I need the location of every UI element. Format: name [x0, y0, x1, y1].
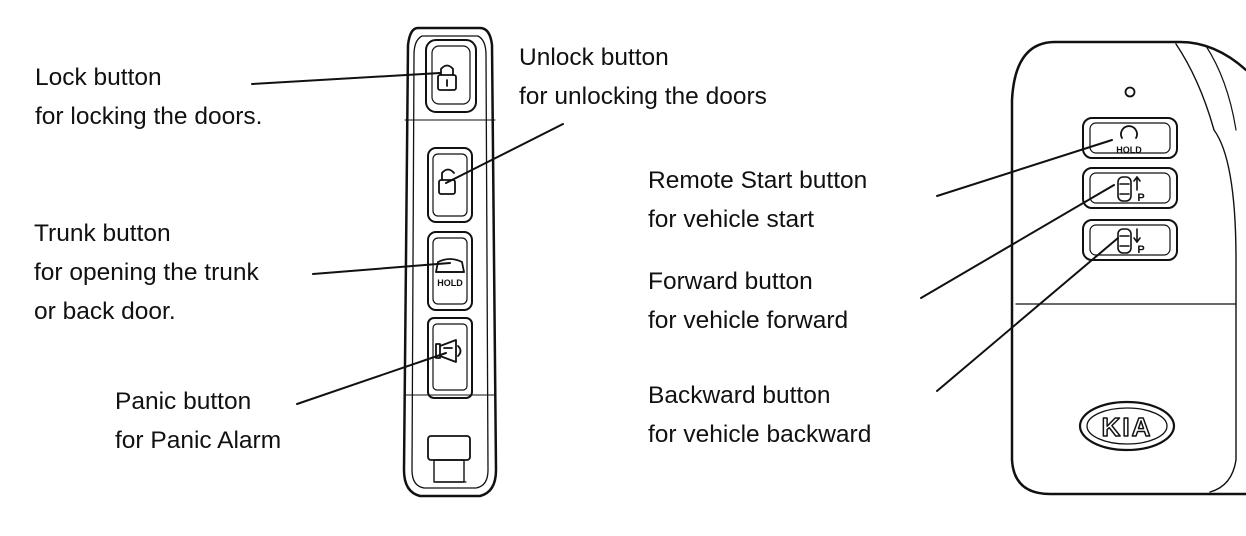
forward-button: [1082, 167, 1178, 209]
lock-icon: [437, 64, 457, 91]
panic-label-desc: for Panic Alarm: [115, 427, 282, 454]
lock-label-title: Lock button: [35, 64, 162, 91]
unlock-button: [427, 147, 473, 223]
trunk-label-title: Trunk button: [34, 220, 171, 247]
front-view-fob: HOLD P P KI: [1010, 40, 1246, 496]
forward-label-title: Forward button: [648, 268, 813, 295]
remote-label-title: Remote Start button: [648, 167, 868, 194]
hold-text-front: HOLD: [1116, 145, 1142, 155]
forward-leader: [920, 184, 1115, 299]
trunk-label-desc-2: or back door.: [34, 298, 176, 325]
remote-start-button-label: Remote Start button for vehicle start: [648, 161, 867, 239]
remote-start-button: [1082, 117, 1178, 159]
panic-button: [427, 317, 473, 399]
panic-label-title: Panic button: [115, 388, 252, 415]
backward-button: [1082, 219, 1178, 261]
remote-start-icon: [1120, 125, 1138, 139]
panic-leader: [296, 352, 447, 405]
trunk-button: [427, 231, 473, 311]
trunk-label-desc: for opening the trunk: [34, 259, 259, 286]
lock-button-label: Lock button for locking the doors.: [35, 58, 262, 136]
backward-button-label: Backward button for vehicle backward: [648, 376, 871, 454]
unlock-icon: [438, 168, 456, 195]
indicator-led: [1124, 86, 1136, 98]
unlock-button-label: Unlock button for unlocking the doors: [519, 38, 767, 116]
park-text-forward: P: [1137, 192, 1144, 204]
park-text-backward: P: [1137, 244, 1144, 256]
panic-button-label: Panic button for Panic Alarm: [115, 382, 281, 460]
backward-label-desc: for vehicle backward: [648, 421, 872, 448]
hold-text-side: HOLD: [437, 278, 463, 288]
lock-label-desc: for locking the doors.: [35, 103, 263, 130]
forward-button-label: Forward button for vehicle forward: [648, 262, 848, 340]
trunk-leader: [312, 262, 451, 275]
horn-icon: [435, 339, 462, 363]
unlock-label-desc: for unlocking the doors: [519, 83, 767, 110]
kia-logo: KIA: [1078, 400, 1176, 452]
lock-button: [425, 39, 477, 113]
trunk-button-label: Trunk button for opening the trunk or ba…: [34, 214, 259, 331]
backward-label-title: Backward button: [648, 382, 831, 409]
leader-lines: [251, 72, 1119, 405]
remote-start-leader: [936, 139, 1113, 197]
remote-label-desc: for vehicle start: [648, 206, 815, 233]
forward-label-desc: for vehicle forward: [648, 307, 849, 334]
unlock-label-title: Unlock button: [519, 44, 669, 71]
trunk-icon: [435, 258, 465, 273]
side-view-fob: HOLD: [402, 26, 498, 498]
car-forward-icon: [1117, 176, 1141, 202]
car-backward-icon: [1117, 228, 1141, 254]
key-release-clip: [427, 435, 471, 483]
lock-leader: [251, 72, 441, 85]
unlock-leader: [445, 123, 564, 184]
kia-logo-text: KIA: [1102, 412, 1153, 442]
backward-leader: [936, 237, 1119, 392]
